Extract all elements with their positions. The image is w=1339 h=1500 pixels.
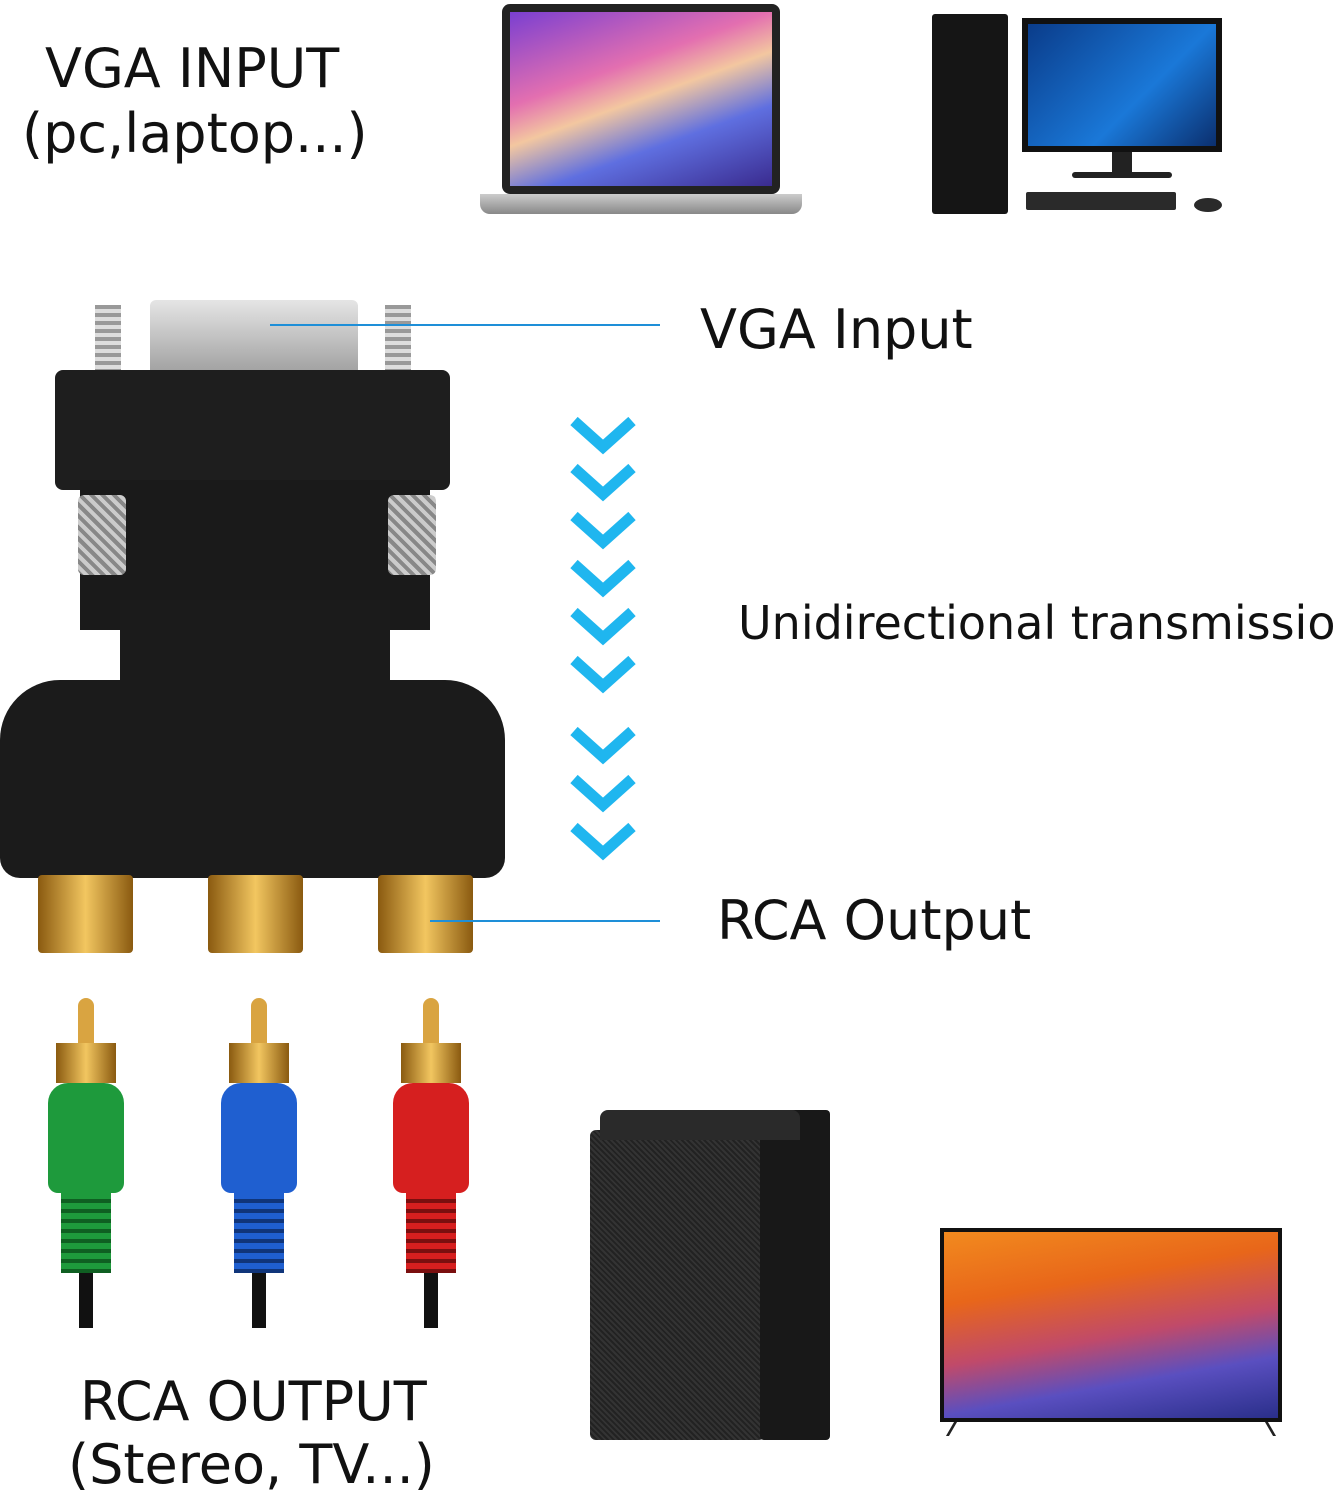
rca-plug-icon-red xyxy=(393,998,469,1328)
chevron-down-icon xyxy=(570,510,636,550)
direction-label: Unidirectional transmission xyxy=(738,596,1339,650)
chevron-down-icon xyxy=(570,558,636,598)
rca-plug-icon-blue xyxy=(221,998,297,1328)
desktop-pc-icon xyxy=(932,14,1227,216)
speaker-icon xyxy=(590,1110,830,1440)
vga-callout-line xyxy=(270,324,660,326)
chevron-down-icon xyxy=(570,415,636,455)
chevron-down-icon xyxy=(570,654,636,694)
rca-callout-line xyxy=(430,920,660,922)
rca-output-title: RCA OUTPUT xyxy=(80,1370,427,1433)
vga-input-subtitle: (pc,laptop...) xyxy=(22,102,368,165)
chevron-down-icon xyxy=(570,606,636,646)
vga-input-title: VGA INPUT xyxy=(45,37,340,100)
laptop-icon xyxy=(480,4,802,216)
chevron-down-icon xyxy=(570,725,636,765)
chevron-down-icon xyxy=(570,821,636,861)
chevron-down-icon xyxy=(570,462,636,502)
rca-plug-icon-green xyxy=(48,998,124,1328)
tv-icon xyxy=(940,1228,1282,1440)
rca-output-subtitle: (Stereo, TV...) xyxy=(68,1433,435,1496)
vga-input-callout: VGA Input xyxy=(700,298,973,361)
vga-adapter-icon xyxy=(0,300,510,955)
chevron-down-icon xyxy=(570,773,636,813)
rca-output-callout: RCA Output xyxy=(717,889,1032,952)
